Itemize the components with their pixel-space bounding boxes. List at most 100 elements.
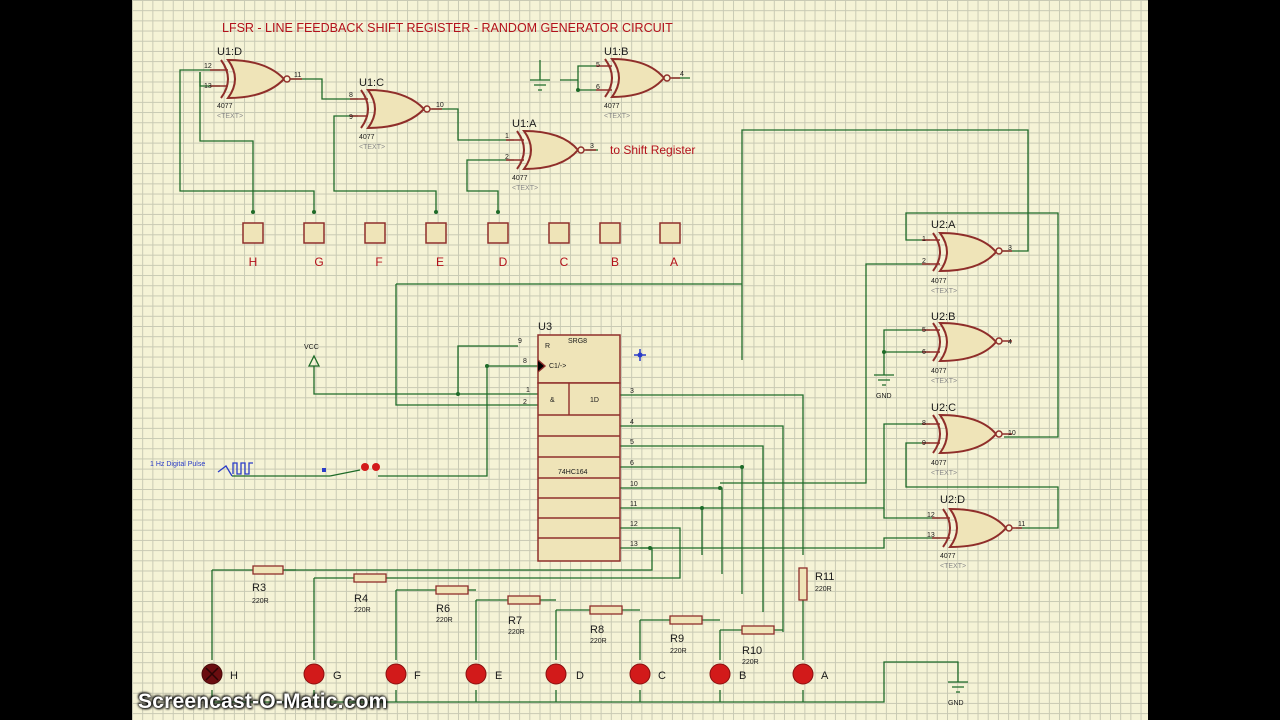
- led-e[interactable]: E: [465, 663, 502, 685]
- pad-d[interactable]: D: [487, 222, 509, 269]
- part-number: 4077: [931, 460, 947, 467]
- pin-number: 13: [630, 541, 638, 548]
- xor-gate-u1a[interactable]: U1:A 1 2 3 4077 <TEXT>: [505, 118, 596, 192]
- resistor-r8[interactable]: R8 220R: [589, 605, 623, 645]
- note-to-shift-register: to Shift Register: [610, 143, 695, 157]
- pad-e[interactable]: E: [425, 222, 447, 269]
- gate-ref: U2:A: [931, 219, 956, 231]
- pin-number: 11: [1018, 521, 1025, 528]
- text-placeholder: <TEXT>: [217, 113, 243, 120]
- xor-gate-u2c[interactable]: U2:C 8 9 10 4077 <TEXT>: [922, 402, 1016, 477]
- part-number: 4077: [931, 368, 947, 375]
- pad-label: H: [249, 255, 258, 269]
- resistor-value: 220R: [590, 638, 607, 645]
- xor-gate-u2a[interactable]: U2:A 1 2 3 4077 <TEXT>: [922, 219, 1012, 295]
- vcc-terminal[interactable]: VCC: [304, 344, 321, 367]
- pin-number: 1: [505, 133, 509, 140]
- resistor-ref: R4: [354, 593, 368, 605]
- led-g[interactable]: G: [303, 663, 342, 685]
- pin-number: 10: [436, 102, 444, 109]
- pin-number: 2: [505, 154, 509, 161]
- tap-pads: H G F E D C B A: [242, 222, 681, 269]
- xor-gate-u2b[interactable]: U2:B 5 6 4 4077 <TEXT>: [922, 311, 1012, 385]
- screencast-watermark: Screencast-O-Matic.com: [138, 690, 388, 713]
- resistor-ref: R9: [670, 633, 684, 645]
- pin-number: 4: [630, 419, 634, 426]
- pad-label: B: [611, 255, 619, 269]
- text-placeholder: <TEXT>: [940, 563, 966, 570]
- diagram-title: LFSR - LINE FEEDBACK SHIFT REGISTER - RA…: [222, 21, 673, 35]
- part-number: 4077: [931, 278, 947, 285]
- led-label: D: [576, 670, 584, 682]
- led-label: E: [495, 670, 502, 682]
- pin-number: 6: [922, 349, 926, 356]
- xor-gate-u2d[interactable]: U2:D 12 13 11 4077 <TEXT>: [927, 494, 1025, 570]
- resistor-ref: R11: [815, 571, 834, 583]
- pad-label: E: [436, 255, 444, 269]
- pad-label: G: [314, 255, 323, 269]
- resistor-value: 220R: [252, 598, 269, 605]
- led-f[interactable]: F: [385, 663, 421, 685]
- led-b[interactable]: B: [709, 663, 746, 685]
- pin-number: 9: [518, 338, 522, 345]
- resistor-r4[interactable]: R4 220R: [353, 573, 387, 614]
- gnd-label: GND: [948, 700, 964, 707]
- pin-number: 12: [927, 512, 935, 519]
- text-placeholder: <TEXT>: [512, 185, 538, 192]
- resistor-value: 220R: [354, 607, 371, 614]
- resistor-r6[interactable]: R6 220R: [435, 585, 469, 624]
- pad-label: D: [499, 255, 508, 269]
- chip-ref: U3: [538, 321, 552, 333]
- led-c[interactable]: C: [629, 663, 666, 685]
- clock-source-label: 1 Hz Digital Pulse: [150, 461, 205, 468]
- text-placeholder: <TEXT>: [604, 113, 630, 120]
- pad-label: A: [670, 255, 678, 269]
- pad-g[interactable]: G: [303, 222, 325, 269]
- pin-number: 12: [630, 521, 638, 528]
- gate-ref: U2:C: [931, 402, 956, 414]
- led-label: G: [333, 670, 342, 682]
- gnd-label: GND: [876, 393, 892, 400]
- led-a[interactable]: A: [792, 663, 829, 685]
- xor-gate-u1b[interactable]: U1:B 5 6 4 4077 <TEXT>: [596, 46, 684, 120]
- resistor-value: 220R: [436, 617, 453, 624]
- text-placeholder: <TEXT>: [359, 144, 385, 151]
- pin-number: 10: [630, 481, 638, 488]
- xor-gate-u1c[interactable]: U1:C 8 9 10 4077 <TEXT>: [349, 77, 444, 151]
- wires: [179, 60, 1059, 703]
- pad-label: C: [560, 255, 569, 269]
- xor-gate-u1d[interactable]: U1:D 12 13 11 4077 <TEXT>: [204, 46, 302, 120]
- data-label: 1D: [590, 397, 599, 404]
- pad-h[interactable]: H: [242, 222, 264, 269]
- part-number: 4077: [940, 553, 956, 560]
- resistor-ref: R6: [436, 603, 450, 615]
- resistor-ref: R8: [590, 624, 604, 636]
- pin-number: 2: [922, 258, 926, 265]
- pin-number: 8: [922, 420, 926, 427]
- square-wave-icon: [232, 462, 253, 475]
- pad-b[interactable]: B: [599, 222, 621, 269]
- part-number: 4077: [217, 103, 233, 110]
- shift-register-u3[interactable]: U3 SRG8 R C1/-> & 1D 74HC164 9 8 1 2 3 4…: [518, 321, 638, 562]
- pad-a[interactable]: A: [659, 222, 681, 269]
- led-label: B: [739, 670, 746, 682]
- pin-number: 8: [349, 92, 353, 99]
- pin-number: 11: [294, 72, 301, 79]
- led-label: C: [658, 670, 666, 682]
- clock-label: C1/->: [549, 363, 566, 370]
- text-placeholder: <TEXT>: [931, 378, 957, 385]
- and-label: &: [550, 397, 555, 404]
- pad-f[interactable]: F: [364, 222, 386, 269]
- pin-number: 5: [630, 439, 634, 446]
- led-h[interactable]: H: [201, 663, 238, 685]
- pad-c[interactable]: C: [548, 222, 570, 269]
- led-d[interactable]: D: [545, 663, 584, 685]
- clock-generator[interactable]: 1 Hz Digital Pulse: [150, 461, 380, 477]
